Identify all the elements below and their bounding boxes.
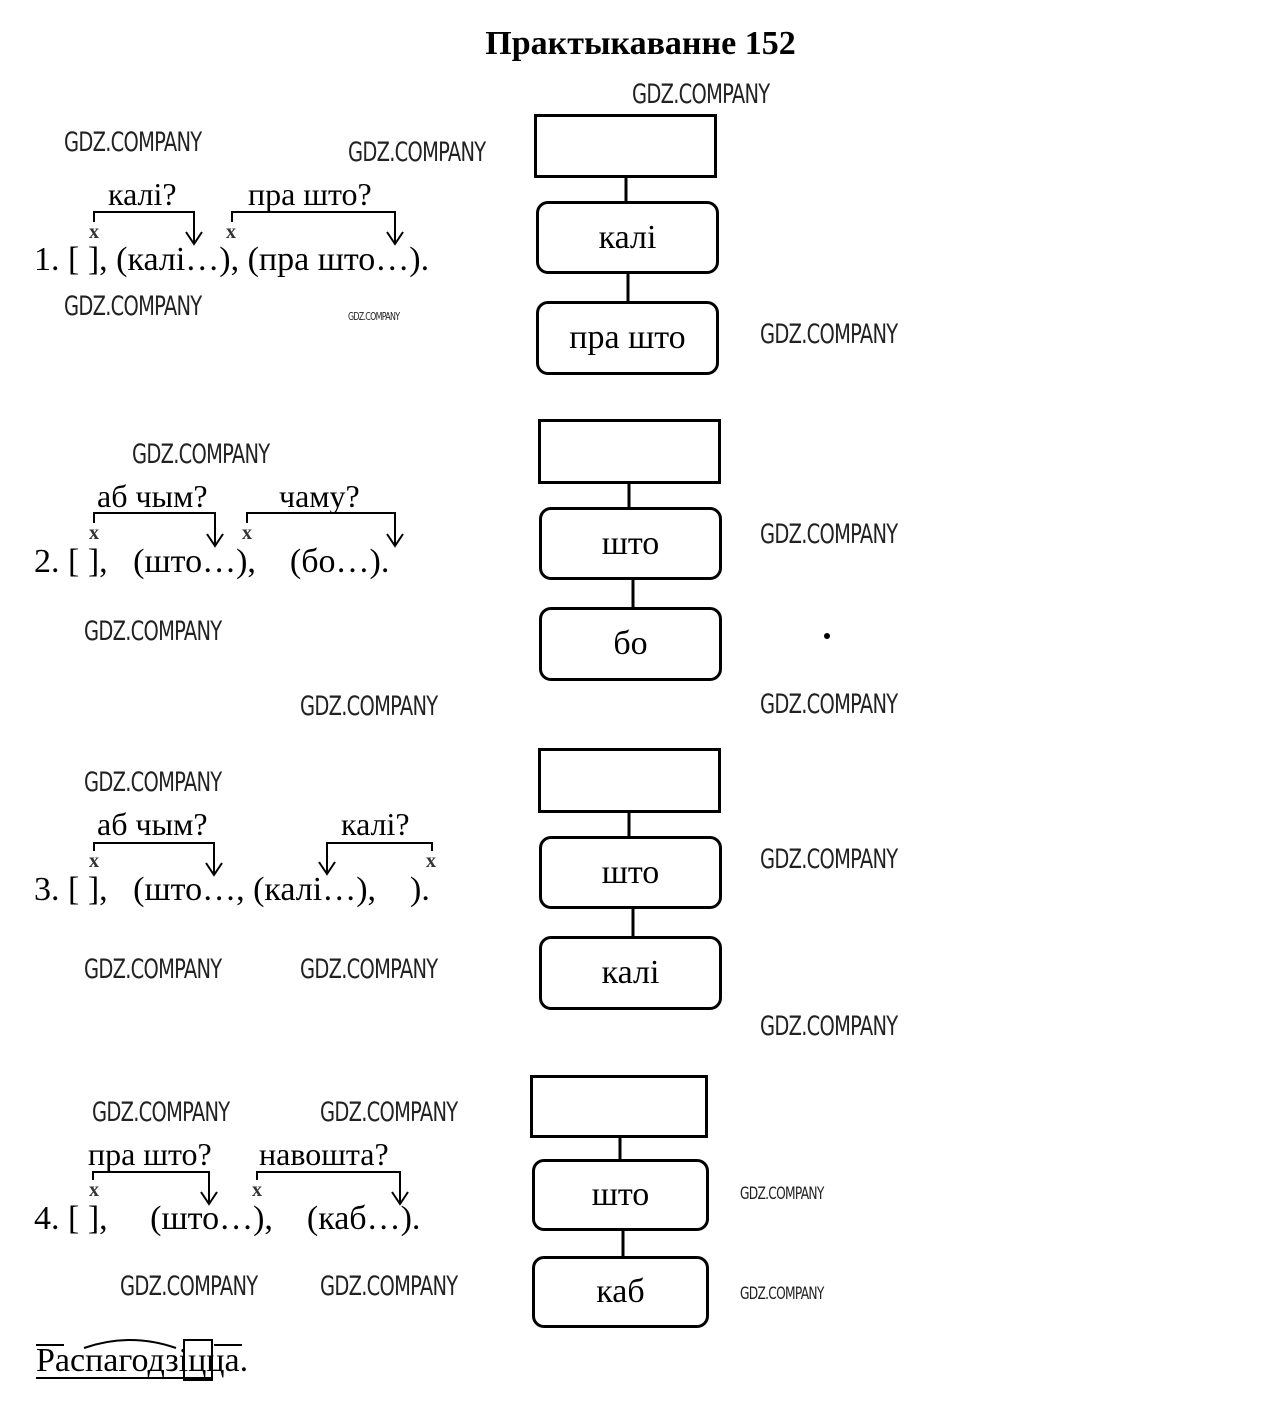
- watermark: GDZ.COMPANY: [300, 691, 438, 722]
- sentence-scheme: 2. [ ], (што…), (бо…).: [34, 543, 389, 581]
- scheme-main-clause: [538, 419, 721, 484]
- watermark: GDZ.COMPANY: [92, 1097, 230, 1128]
- watermark: GDZ.COMPANY: [300, 954, 438, 985]
- watermark: GDZ.COMPANY: [348, 137, 486, 168]
- predicate-marker: x: [89, 221, 99, 243]
- predicate-marker: x: [89, 522, 99, 544]
- scheme-subordinate-clause: калі: [539, 936, 722, 1010]
- sentence-scheme: 1. [ ], (калі…), (пра што…).: [34, 241, 429, 279]
- watermark: GDZ.COMPANY: [760, 1011, 898, 1042]
- question-label: навошта?: [259, 1136, 389, 1172]
- watermark: GDZ.COMPANY: [320, 1097, 458, 1128]
- sentence-scheme: 3. [ ], (што…, (калі…), ).: [34, 871, 430, 909]
- watermark: GDZ.COMPANY: [760, 319, 898, 350]
- question-label: калі?: [108, 176, 177, 212]
- sentence-main: 2. [: [34, 543, 80, 580]
- question-label: пра што?: [248, 176, 372, 212]
- predicate-marker: x: [89, 1179, 99, 1201]
- arrow-connector: [246, 512, 396, 546]
- watermark: GDZ.COMPANY: [760, 844, 898, 875]
- watermark: GDZ.COMPANY: [84, 616, 222, 647]
- predicate-marker: x: [426, 850, 436, 872]
- scheme-subordinate-clause: што: [539, 507, 722, 580]
- arrow-connector: [326, 842, 433, 874]
- scheme-subordinate-clause: бо: [539, 607, 722, 681]
- predicate-marker: x: [252, 1179, 262, 1201]
- arrow-connector: [93, 512, 216, 546]
- watermark: GDZ.COMPANY: [740, 1284, 824, 1304]
- watermark: GDZ.COMPANY: [132, 439, 270, 470]
- question-label: чаму?: [279, 478, 360, 514]
- watermark: GDZ.COMPANY: [64, 127, 202, 158]
- question-label: калі?: [341, 806, 410, 842]
- sentence-rest: ], (што…), (каб…).: [79, 1200, 421, 1237]
- sentence-rest: ], (што…), (бо…).: [79, 543, 390, 580]
- stray-dot: [824, 633, 830, 639]
- watermark: GDZ.COMPANY: [740, 1184, 824, 1204]
- sentence-rest: ], (калі…), (пра што…).: [79, 241, 430, 278]
- watermark: GDZ.COMPANY: [84, 954, 222, 985]
- scheme-main-clause: [534, 114, 717, 178]
- sentence-main: 4. [: [34, 1200, 80, 1237]
- scheme-subordinate-clause: пра што: [536, 301, 719, 375]
- scheme-main-clause: [530, 1075, 708, 1138]
- scheme-subordinate-clause: каб: [532, 1256, 709, 1328]
- question-label: аб чым?: [97, 806, 208, 842]
- watermark: GDZ.COMPANY: [64, 291, 202, 322]
- arrow-connector: [93, 211, 195, 244]
- scheme-subordinate-clause: што: [539, 836, 722, 909]
- scheme-main-clause: [538, 748, 721, 813]
- predicate-marker: x: [226, 221, 236, 243]
- watermark: GDZ.COMPANY: [760, 689, 898, 720]
- page-title: Практыкаванне 152: [485, 25, 796, 62]
- arrow-head: [386, 533, 404, 548]
- predicate-marker: x: [242, 522, 252, 544]
- watermark: GDZ.COMPANY: [632, 79, 770, 110]
- watermark: GDZ.COMPANY: [84, 767, 222, 798]
- watermark: GDZ.COMPANY: [760, 519, 898, 550]
- scheme-subordinate-clause: што: [532, 1159, 709, 1231]
- predicate-marker: x: [89, 850, 99, 872]
- sentence-scheme: 4. [ ], (што…), (каб…).: [34, 1200, 420, 1238]
- sentence-main: 3. [: [34, 871, 80, 908]
- scheme-subordinate-clause: калі: [536, 201, 719, 274]
- watermark: GDZ.COMPANY: [348, 310, 400, 323]
- word-morpheme-parse: Распагодзіцца.: [36, 1342, 249, 1379]
- sentence-rest: ], (што…, (калі…), ).: [79, 871, 430, 908]
- watermark: GDZ.COMPANY: [320, 1271, 458, 1302]
- question-label: аб чым?: [97, 478, 208, 514]
- watermark: GDZ.COMPANY: [120, 1271, 258, 1302]
- question-label: пра што?: [88, 1136, 212, 1172]
- sentence-main: 1. [: [34, 241, 80, 278]
- arrow-connector: [231, 211, 396, 244]
